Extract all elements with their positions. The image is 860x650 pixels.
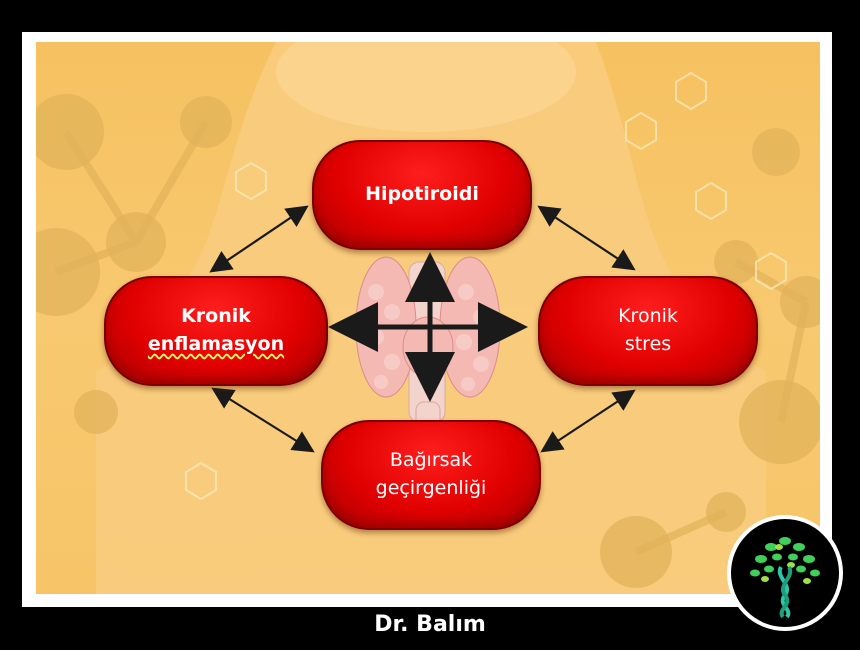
tree-dna-logo — [727, 515, 843, 631]
node-left-line2: enflamasyon — [147, 333, 285, 355]
tree-icon — [750, 537, 820, 619]
node-bagirsak-gecirgenligi: Bağırsak geçirgenliği — [321, 420, 541, 530]
node-kronik-stres: Kronik stres — [538, 276, 758, 386]
arrow-top-right — [537, 205, 636, 271]
arrow-left-bottom — [211, 387, 315, 453]
author-credit: Dr. Balım — [374, 612, 486, 637]
node-kronik-enflamasyon: Kronik enflamasyon — [104, 276, 328, 386]
arrow-top-left — [209, 205, 309, 273]
node-hipotiroidi: Hipotiroidi — [312, 140, 532, 250]
node-right-line1: Kronik — [618, 305, 678, 328]
node-bottom-line1: Bağırsak — [389, 449, 473, 472]
node-right-line2: stres — [624, 333, 672, 355]
node-left-line1: Kronik — [181, 305, 251, 328]
node-hipotiroidi-label: Hipotiroidi — [365, 183, 479, 206]
arrow-right-bottom — [540, 389, 636, 453]
node-bottom-line2: geçirgenliği — [375, 477, 487, 499]
